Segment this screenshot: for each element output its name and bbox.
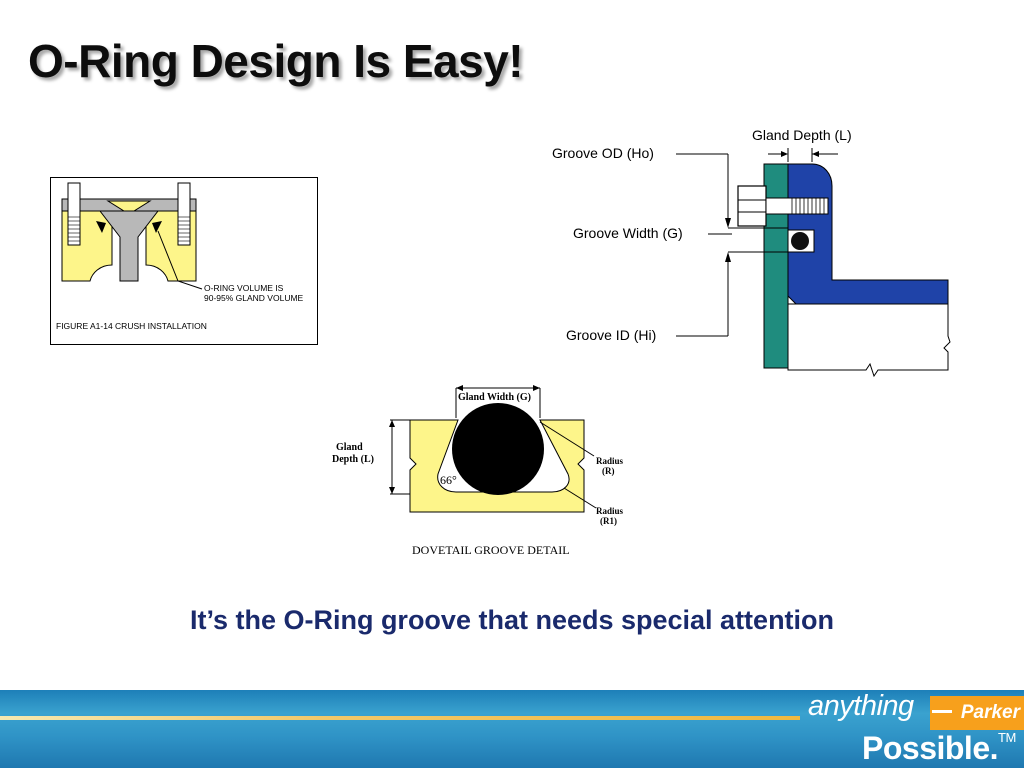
gland-depth-label: Gland Depth (L) [752,127,852,143]
radius-r1-line1: Radius [596,506,624,516]
brand-tm: TM [998,730,1016,745]
crush-note-line1: O-RING VOLUME IS [204,283,284,293]
brand-possible-text: Possible. [862,730,999,766]
parker-logo: Parker [930,696,1024,730]
groove-id-label: Groove ID (Hi) [566,327,656,343]
parker-logo-dash [932,710,952,713]
slide-caption: It’s the O-Ring groove that needs specia… [189,605,835,635]
radius-r1-line2: (R1) [600,516,617,526]
gland-depth-line2: Depth (L) [332,454,374,465]
footer-gold-line [0,716,800,720]
footer-band: anything Parker Possible.TM [0,690,1024,768]
face-seal-gland-figure: Gland Depth (L) Groove OD (Ho) Groove Wi… [552,127,951,378]
radius-r-line2: (R) [602,466,615,476]
dovetail-groove-figure: 66° Gland Width (G) Gland Depth (L) Radi… [332,385,624,557]
groove-od-label: Groove OD (Ho) [552,145,654,161]
brand-possible: Possible.TM [862,730,1016,767]
slide-title: O-Ring Design Is Easy! [28,35,524,87]
gland-width-label: Gland Width (G) [458,392,531,403]
gland-depth-line1: Gland [336,442,363,453]
brand-anything: anything [808,690,914,722]
crush-figure-label: FIGURE A1-14 CRUSH INSTALLATION [56,321,207,331]
angle-label: 66° [440,473,457,487]
groove-width-label: Groove Width (G) [573,225,683,241]
crush-installation-figure: O-RING VOLUME IS 90-95% GLAND VOLUME FIG… [50,177,318,345]
dovetail-figure-label: DOVETAIL GROOVE DETAIL [412,543,570,557]
crush-note-line2: 90-95% GLAND VOLUME [204,293,304,303]
radius-r-line1: Radius [596,456,624,466]
